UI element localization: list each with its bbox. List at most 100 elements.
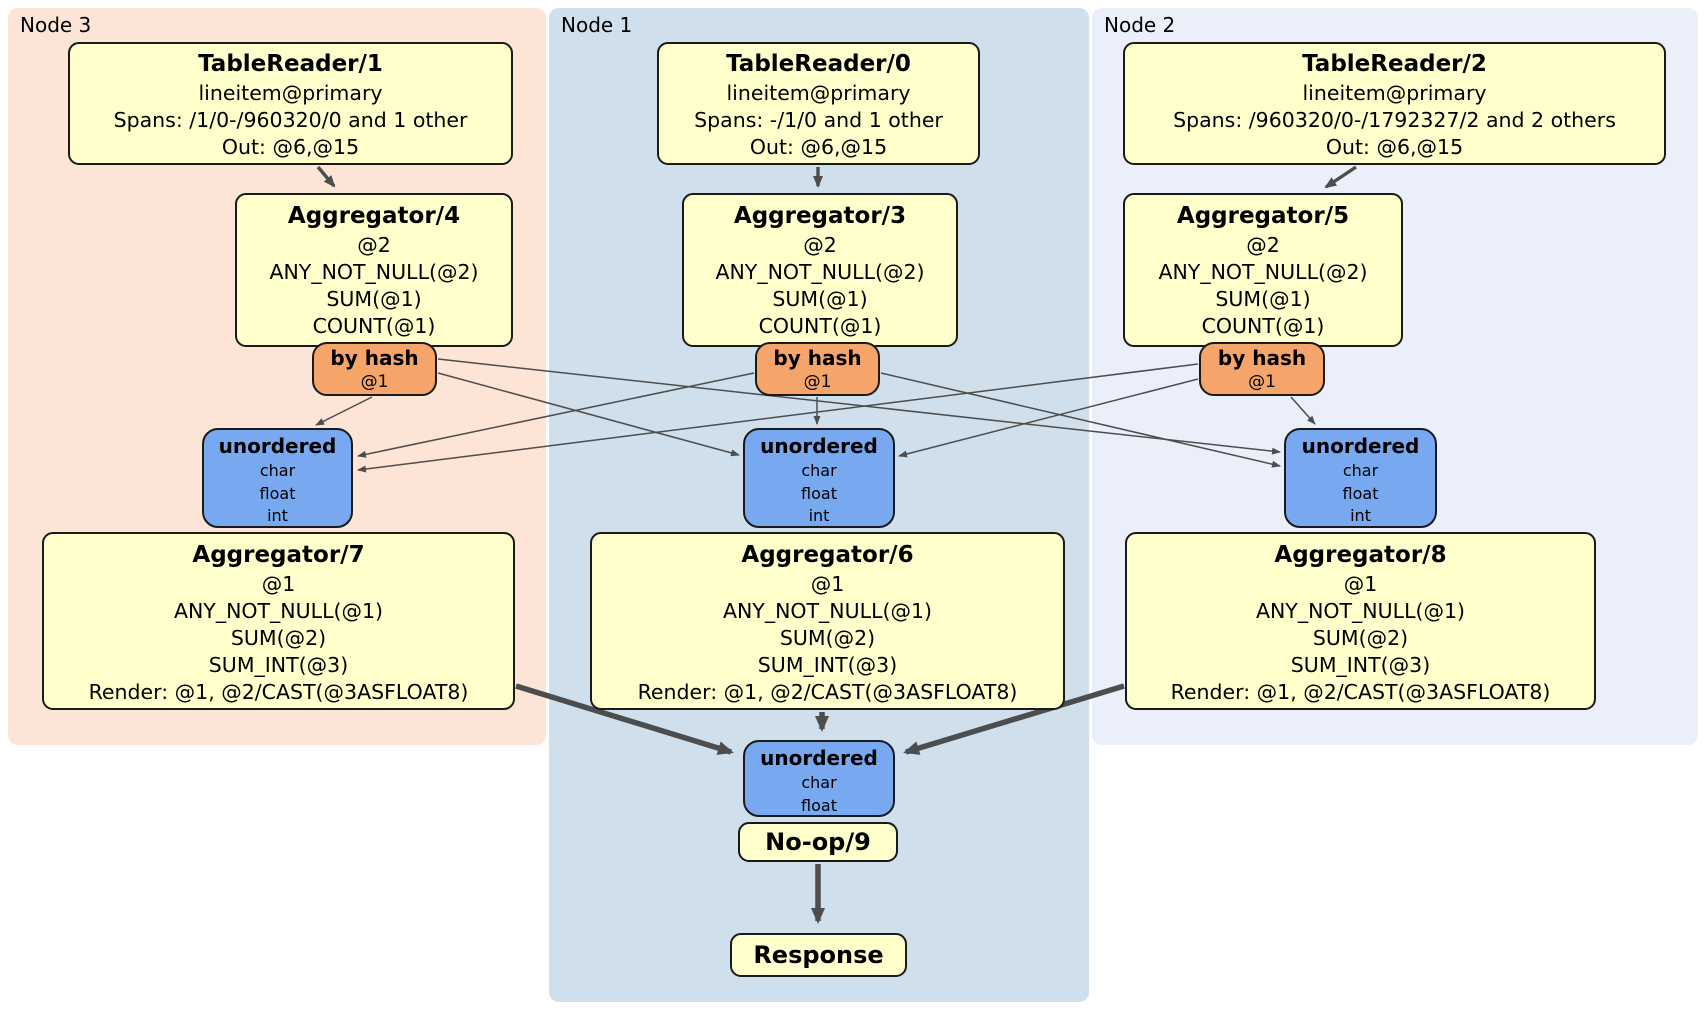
box-line: @1 [810,572,845,596]
box-line: float [1342,483,1379,503]
aggregator-6-box: Aggregator/6 @1 ANY_NOT_NULL(@1) SUM(@2)… [590,532,1065,710]
box-line: lineitem@primary [726,81,911,105]
edge-hash4-un8 [437,358,1281,455]
edge-tr1-agg4 [316,165,336,188]
box-line: ANY_NOT_NULL(@2) [269,260,479,284]
box-line: @1 [1248,372,1276,392]
box-line: float [801,795,837,815]
box-line: int [1350,506,1371,525]
box-line: char [1342,461,1379,480]
box-title: TableReader/1 [198,51,383,77]
box-line: ANY_NOT_NULL(@1) [722,599,933,623]
box-line: float [259,483,296,503]
box-line: ANY_NOT_NULL(@1) [1255,599,1466,623]
box-line: ANY_NOT_NULL(@2) [1158,260,1368,284]
box-line: SUM_INT(@3) [757,653,898,677]
edge-hash4-un6 [437,372,740,457]
tablereader-2-box: TableReader/2 lineitem@primary Spans: /9… [1123,42,1666,165]
node2-label: Node 2 [1104,13,1176,37]
box-line: SUM_INT(@3) [208,653,349,677]
box-line: SUM(@1) [772,287,868,311]
edge-agg8-un9 [903,683,1125,755]
aggregator-4-box: Aggregator/4 @2 ANY_NOT_NULL(@2) SUM(@1)… [235,193,513,347]
box-line: Spans: /1/0-/960320/0 and 1 other [113,108,468,132]
box-line: ANY_NOT_NULL(@1) [173,599,384,623]
box-line: @1 [803,372,832,392]
box-line: @2 [357,233,391,257]
box-line: Render: @1, @2/CAST(@3ASFLOAT8) [88,680,469,704]
box-line: SUM(@2) [1312,626,1409,650]
box-line: SUM(@1) [326,287,422,311]
aggregator-3-box: Aggregator/3 @2 ANY_NOT_NULL(@2) SUM(@1)… [682,193,958,347]
hash-router-agg4: by hash @1 [312,342,437,396]
edge-hash4-un7 [315,396,373,426]
box-line: Out: @6,@15 [221,135,360,159]
box-title: unordered [760,746,878,770]
box-title: by hash [330,346,419,370]
box-line: lineitem@primary [198,81,383,105]
box-line: Spans: /960320/0-/1792327/2 and 2 others [1173,108,1616,132]
box-line: Render: @1, @2/CAST(@3ASFLOAT8) [1170,680,1551,704]
aggregator-8-box: Aggregator/8 @1 ANY_NOT_NULL(@1) SUM(@2)… [1125,532,1596,710]
tablereader-1-box: TableReader/1 lineitem@primary Spans: /1… [68,42,513,165]
box-line: COUNT(@1) [312,314,436,338]
box-line: SUM_INT(@3) [1290,653,1431,677]
box-title: unordered [760,434,878,458]
box-line: @1 [360,372,389,392]
unordered-sync-noop: unordered char float [743,740,895,817]
box-line: @1 [1343,572,1378,596]
box-line: COUNT(@1) [758,314,882,338]
box-line: char [259,461,296,480]
edge-agg7-un9 [515,683,734,755]
box-title: TableReader/2 [1302,51,1487,77]
box-line: Out: @6,@15 [1325,135,1464,159]
box-line: lineitem@primary [1302,81,1487,105]
box-line: SUM(@1) [1215,287,1311,311]
box-title: unordered [218,434,337,458]
box-line: ANY_NOT_NULL(@2) [715,260,925,284]
box-title: Aggregator/3 [733,203,907,229]
box-title: Aggregator/6 [741,542,914,568]
aggregator-5-box: Aggregator/5 @2 ANY_NOT_NULL(@2) SUM(@1)… [1123,193,1403,347]
unordered-sync-agg7: unordered char float int [202,428,353,528]
tablereader-0-box: TableReader/0 lineitem@primary Spans: -/… [657,42,980,165]
box-line: int [267,506,288,525]
box-line: SUM(@2) [779,626,876,650]
unordered-sync-agg8: unordered char float int [1284,428,1437,528]
aggregator-7-box: Aggregator/7 @1 ANY_NOT_NULL(@1) SUM(@2)… [42,532,515,710]
box-title: Aggregator/4 [287,203,461,229]
box-title: unordered [1301,434,1420,458]
response-box: Response [730,933,907,977]
box-title: Response [753,941,884,969]
edge-hash5-un7 [357,363,1199,473]
box-title: by hash [773,346,862,370]
box-line: char [801,461,837,480]
box-line: Render: @1, @2/CAST(@3ASFLOAT8) [637,680,1018,704]
box-title: Aggregator/7 [192,542,365,568]
edge-hash5-un6 [898,378,1199,458]
edge-hash3-un8 [880,372,1281,468]
box-title: Aggregator/5 [1176,203,1350,229]
box-title: Aggregator/8 [1274,542,1447,568]
edge-tr2-agg5 [1324,165,1357,189]
box-title: No-op/9 [765,828,871,856]
node1-label: Node 1 [561,13,633,37]
hash-router-agg5: by hash @1 [1199,342,1325,396]
box-line: int [808,506,830,525]
box-line: Spans: -/1/0 and 1 other [694,108,943,132]
node3-label: Node 3 [20,13,92,37]
hash-router-agg3: by hash @1 [755,342,880,396]
edge-hash3-un7 [357,372,755,458]
box-title: TableReader/0 [726,51,911,77]
edge-hash5-un8 [1290,396,1316,425]
box-line: COUNT(@1) [1201,314,1325,338]
box-line: SUM(@2) [230,626,327,650]
box-line: @2 [803,233,837,257]
box-line: @1 [261,572,296,596]
box-line: char [801,773,837,792]
box-line: float [801,483,837,503]
box-line: Out: @6,@15 [749,135,888,159]
box-title: by hash [1217,346,1307,370]
